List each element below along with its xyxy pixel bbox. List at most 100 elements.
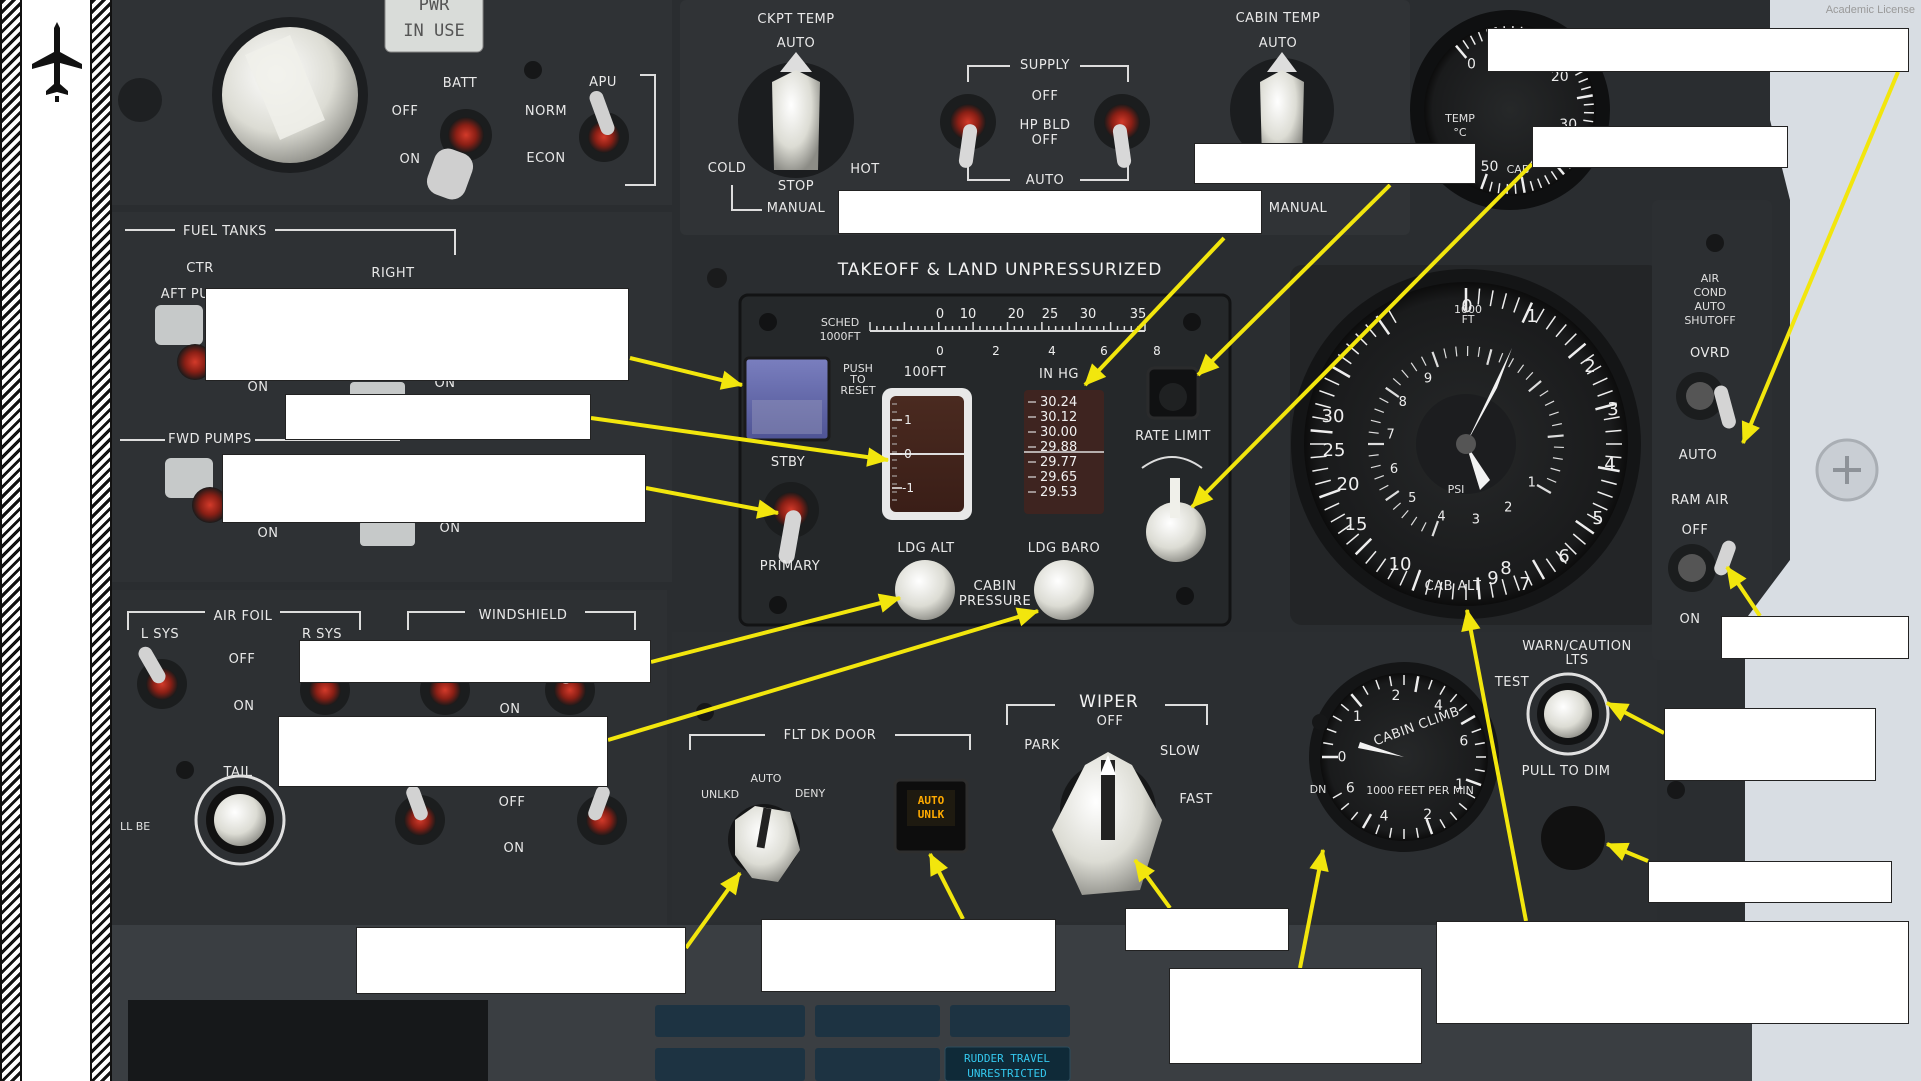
callout-box-14 [761,919,1056,992]
air-foil-label: AIR FOIL [214,609,273,624]
psi-label: PSI [1448,483,1465,496]
air-cond-panel [1652,200,1772,660]
to-label: TO [849,373,866,386]
cab-alt-outer-tick [1346,533,1360,545]
cab-alt-outer-number: 30 [1322,406,1345,427]
cab-alt-inner-tick [1431,520,1439,537]
cab-alt-outer-tick [1354,537,1373,556]
sched-top-label: 20 [1008,307,1025,322]
sched-bottom-label: 0 [936,344,944,358]
climb-number: 1 [1353,709,1362,725]
right-label: RIGHT [371,266,414,281]
temp-tick [1578,77,1589,83]
cab-alt-inner-number: 3 [1472,513,1480,528]
rate-limit-knob [1146,502,1206,562]
ckpt-auto-label: AUTO [777,36,816,51]
callout-box-1 [1487,28,1909,72]
sched-top-label: 10 [960,307,977,322]
flt-dk-door-knob [735,806,800,882]
econ-label: ECON [526,151,565,166]
ldg-baro-label: LDG BARO [1028,541,1101,556]
fwd-pump-switch [165,458,213,498]
rate-limit-label: RATE LIMIT [1135,429,1211,444]
ckpt-cold-label: COLD [708,161,747,176]
ll-be-label: LL BE [120,820,150,833]
temp-number: 20 [1551,69,1569,85]
cab-alt-outer-tick [1586,513,1602,523]
ram-on-label: ON [1680,612,1701,627]
baro-value: 29.53 [1040,485,1077,500]
cab-alt-outer-number: 3 [1607,399,1618,420]
cab-alt-outer-tick [1501,579,1508,595]
primary-label: PRIMARY [760,559,820,574]
shutoff-label: SHUTOFF [1684,314,1735,327]
climb-number: 2 [1391,688,1400,704]
cab-alt-outer-tick [1513,575,1521,591]
rate-limit-light [1159,383,1187,411]
sched-top-label: 0 [936,307,944,322]
fuel-tanks-label: FUEL TANKS [183,224,267,239]
climb-number: 6 [1346,781,1355,797]
tail-knob [214,794,266,846]
climb-tick [1389,676,1393,687]
auto-unlk-label-1: AUTO [918,794,945,807]
cabin-climb-needle [1358,742,1404,757]
callout-box-3 [1532,126,1788,168]
ckpt-temp-knob [772,70,820,170]
sched-unit-label: 1000FT [820,330,861,343]
climb-tick [1415,827,1419,838]
supply-label: SUPPLY [1020,58,1070,73]
climb-unit-label: 1000 FEET PER MIN [1366,784,1474,797]
reset-label: RESET [840,384,876,397]
climb-number: 4 [1434,698,1443,714]
auto-unlk-label-2: UNLK [918,808,945,821]
cab-alt-outer-tick [1424,579,1431,595]
cab-alt-unit-2: FT [1462,313,1475,326]
cab-alt-outer-number: 2 [1584,356,1595,377]
cabin-manual-label: MANUAL [1269,201,1328,216]
temp-tick [1550,170,1558,181]
baro-value: 29.88 [1040,440,1077,455]
aft-on-left-label: ON [248,380,269,395]
wiper-off-label: OFF [1097,714,1124,729]
foil-on-label: ON [234,699,255,714]
cab-alt-outer-tick [1545,558,1557,573]
callout-box-4 [838,190,1262,234]
supply-left-switch [958,124,978,168]
climb-tick [1375,679,1381,690]
cab-alt-outer-tick [1597,389,1613,397]
climb-tick [1449,693,1458,703]
cab-alt-outer-tick [1489,581,1494,598]
stby-primary-switch [778,510,802,564]
temp-tick [1514,183,1517,194]
cab-alt-inner-tick [1551,423,1562,427]
cab-alt-outer-tick [1399,570,1408,586]
sched-bottom-label: 2 [992,344,1000,358]
sched-top-label: 35 [1130,307,1147,322]
callout-box-11 [1664,708,1876,781]
ws-on-label: ON [500,702,521,717]
cab-alt-outer-tick [1575,519,1595,535]
cab-alt-outer-tick [1411,569,1422,592]
ckpt-stop-label: STOP [778,179,814,194]
cab-alt-outer-number: 25 [1323,440,1346,461]
in-use-label: IN USE [403,21,464,41]
callout-box-8 [299,640,651,683]
sched-bottom-label: 4 [1048,344,1056,358]
cab-alt-outer-tick [1605,455,1622,459]
supply-right-switch [1112,124,1132,168]
ws-on2-label: ON [504,841,525,856]
pull-to-dim-label: PULL TO DIM [1522,764,1611,779]
temp-c-label-2: °C [1453,126,1467,139]
rudder-travel-label-1: RUDDER TRAVEL [964,1052,1050,1065]
sched-top-label: 30 [1080,307,1097,322]
cab-alt-inner-tick [1550,467,1561,472]
cab-alt-outer-tick [1567,342,1587,359]
sched-bottom-label: 8 [1153,344,1161,358]
in-hg-label: IN HG [1039,367,1079,382]
cab-alt-outer-tick [1387,564,1397,580]
climb-tick [1414,676,1420,693]
callout-box-17 [1436,921,1909,1024]
cab-alt-outer-tick [1601,479,1617,486]
